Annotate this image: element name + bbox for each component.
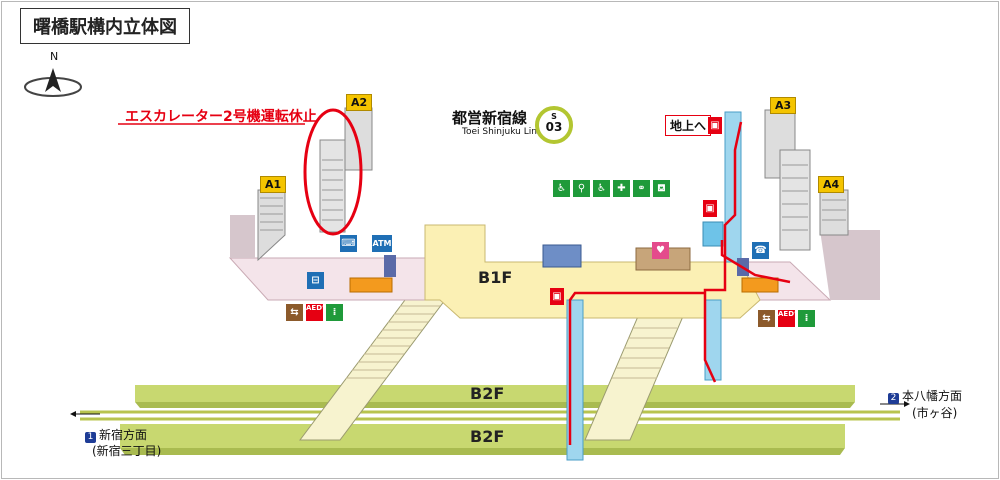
atm-icon: ATM: [372, 235, 392, 252]
toilet-icon: ♿: [553, 180, 570, 197]
escalator-suspension-notice: エスカレーター2号機運転休止: [125, 109, 317, 125]
station-number-badge: S 03: [535, 106, 573, 144]
floor-b2f-upper-label: B2F: [470, 384, 505, 403]
map-title: 曙橋駅構内立体図: [20, 8, 190, 44]
direction-right-destination: 本八幡方面: [902, 389, 963, 403]
exit-a2-label: A2: [346, 94, 373, 111]
exit-a1-stairs: [257, 189, 286, 262]
line-name-ja: 都営新宿線: [452, 109, 528, 127]
fare-adjust-right-icon: ⇆: [758, 310, 775, 327]
exit-a3-label: A3: [770, 97, 797, 114]
wheelchair-toilet-icon: ⚲: [573, 180, 590, 197]
elevator-b2f-icon: ▣: [550, 288, 564, 305]
family-toilet-icon: ⚭: [633, 180, 650, 197]
north-arrow-icon: [24, 68, 82, 97]
exit-a2-stairs: [344, 107, 373, 171]
elevator-icon: ▣: [708, 117, 722, 134]
baby-icon: ♿: [593, 180, 610, 197]
direction-left-sub: (新宿三丁目): [92, 444, 162, 458]
floor-b2f-lower-label: B2F: [470, 427, 505, 446]
line-name-en: Toei Shinjuku Line: [462, 127, 543, 137]
station-number: 03: [545, 120, 563, 134]
exit-a4-stairs: [819, 189, 849, 236]
b2f-upper-platform: [135, 385, 855, 402]
aed-right-icon: AED♥: [778, 310, 800, 327]
nursing-room-icon: ♥: [652, 242, 669, 259]
notice-highlight-ellipse: [303, 108, 363, 236]
to-ground-label: 地上へ: [665, 115, 712, 136]
phone-icon: ☎: [752, 242, 769, 259]
direction-right-number: 2: [888, 393, 899, 404]
exit-a4-label: A4: [818, 176, 845, 193]
emergency-right-icon: ⁞: [798, 310, 815, 327]
elevator-b1f-icon: ▣: [703, 200, 717, 217]
line-letter: S: [551, 112, 557, 121]
aed-icon: AED♥: [306, 304, 328, 321]
fare-gate-right: [741, 277, 779, 293]
shower-icon: ⛾: [653, 180, 670, 197]
fare-adjust-icon: ⇆: [286, 304, 303, 321]
emergency-icon: ⁞: [326, 304, 343, 321]
coin-locker-icon: ⊟: [307, 272, 324, 289]
ticket-machine-icon: ⌨: [340, 235, 357, 252]
direction-left-destination: 新宿方面: [99, 428, 148, 442]
floor-b1f-label: B1F: [478, 268, 513, 287]
exit-a1-label: A1: [260, 176, 287, 193]
direction-left-number: 1: [85, 432, 96, 443]
direction-right-sub: (市ヶ谷): [912, 406, 958, 420]
b1f-concourse-left: [228, 257, 456, 301]
north-label: N: [50, 50, 59, 63]
b2f-lower-platform: [120, 424, 845, 448]
ostomate-icon: ✚: [613, 180, 630, 197]
fare-gate-left: [349, 277, 393, 293]
b1f-concourse-center: [424, 224, 761, 319]
